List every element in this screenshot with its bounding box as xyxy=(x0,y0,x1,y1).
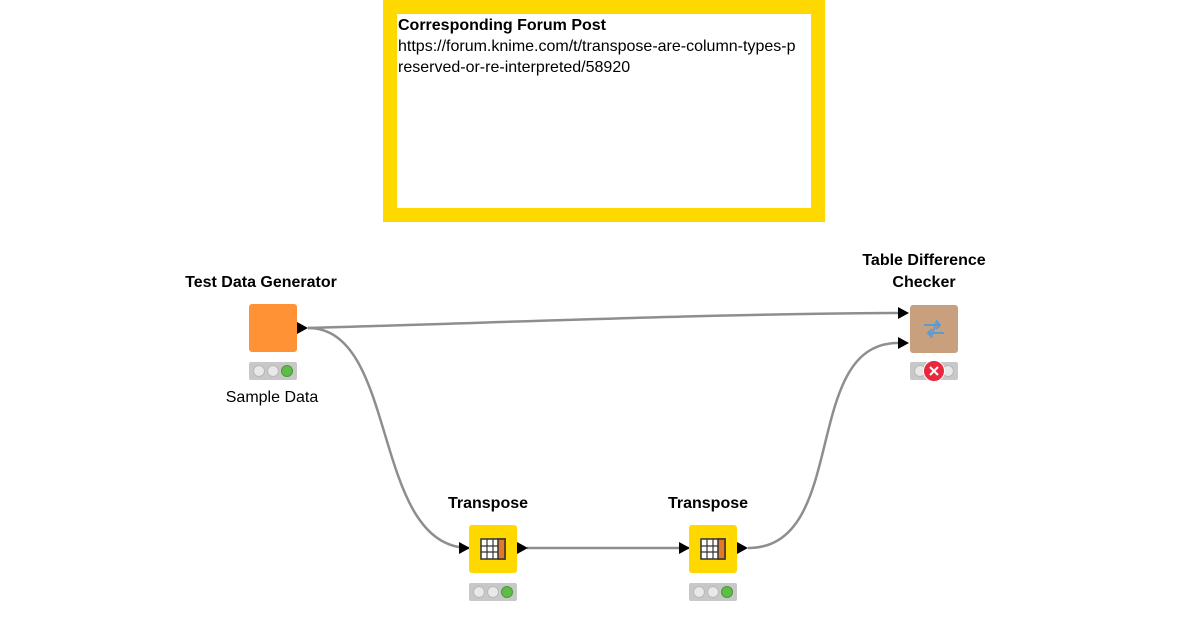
table-grid-icon xyxy=(700,538,726,560)
input-port-2[interactable] xyxy=(898,337,909,349)
annotation-url: https://forum.knime.com/t/transpose-are-… xyxy=(398,38,796,76)
status-light-yellow xyxy=(707,586,719,598)
node-status-lights xyxy=(469,583,517,601)
source-node-icon[interactable] xyxy=(249,304,297,352)
close-x-icon xyxy=(929,366,939,376)
status-light-green xyxy=(721,586,733,598)
node-status-lights xyxy=(689,583,737,601)
output-port[interactable] xyxy=(737,542,748,554)
output-port[interactable] xyxy=(297,322,308,334)
transpose-table-icon[interactable] xyxy=(689,525,737,573)
status-light-red xyxy=(253,365,265,377)
status-light-green xyxy=(281,365,293,377)
status-light-red xyxy=(693,586,705,598)
input-port-1[interactable] xyxy=(898,307,909,319)
compare-arrows-icon[interactable] xyxy=(910,305,958,353)
annotation-title: Corresponding Forum Post xyxy=(398,17,606,34)
node-title-line-2[interactable]: Checker xyxy=(892,274,956,291)
not-equal-arrows-icon xyxy=(924,319,944,339)
transpose-table-icon[interactable] xyxy=(469,525,517,573)
connection-generator-to-transpose-1[interactable] xyxy=(307,326,471,550)
input-port[interactable] xyxy=(459,542,470,554)
output-port[interactable] xyxy=(517,542,528,554)
node-status-lights xyxy=(249,362,297,380)
node-title[interactable]: Transpose xyxy=(447,495,529,512)
node-title[interactable]: Transpose xyxy=(667,495,749,512)
table-grid-icon xyxy=(480,538,506,560)
error-icon[interactable] xyxy=(923,360,945,382)
workflow-annotation[interactable]: Corresponding Forum Post https://forum.k… xyxy=(383,0,825,222)
status-light-yellow xyxy=(267,365,279,377)
connection-transpose-2-to-checker[interactable] xyxy=(747,341,899,550)
node-title[interactable]: Test Data Generator xyxy=(185,274,337,291)
status-light-red xyxy=(473,586,485,598)
status-light-green xyxy=(501,586,513,598)
node-label[interactable]: Sample Data xyxy=(225,389,319,406)
node-title-line-1[interactable]: Table Difference xyxy=(862,252,986,269)
input-port[interactable] xyxy=(679,542,690,554)
status-light-yellow xyxy=(487,586,499,598)
connection-generator-to-checker[interactable] xyxy=(307,311,899,330)
